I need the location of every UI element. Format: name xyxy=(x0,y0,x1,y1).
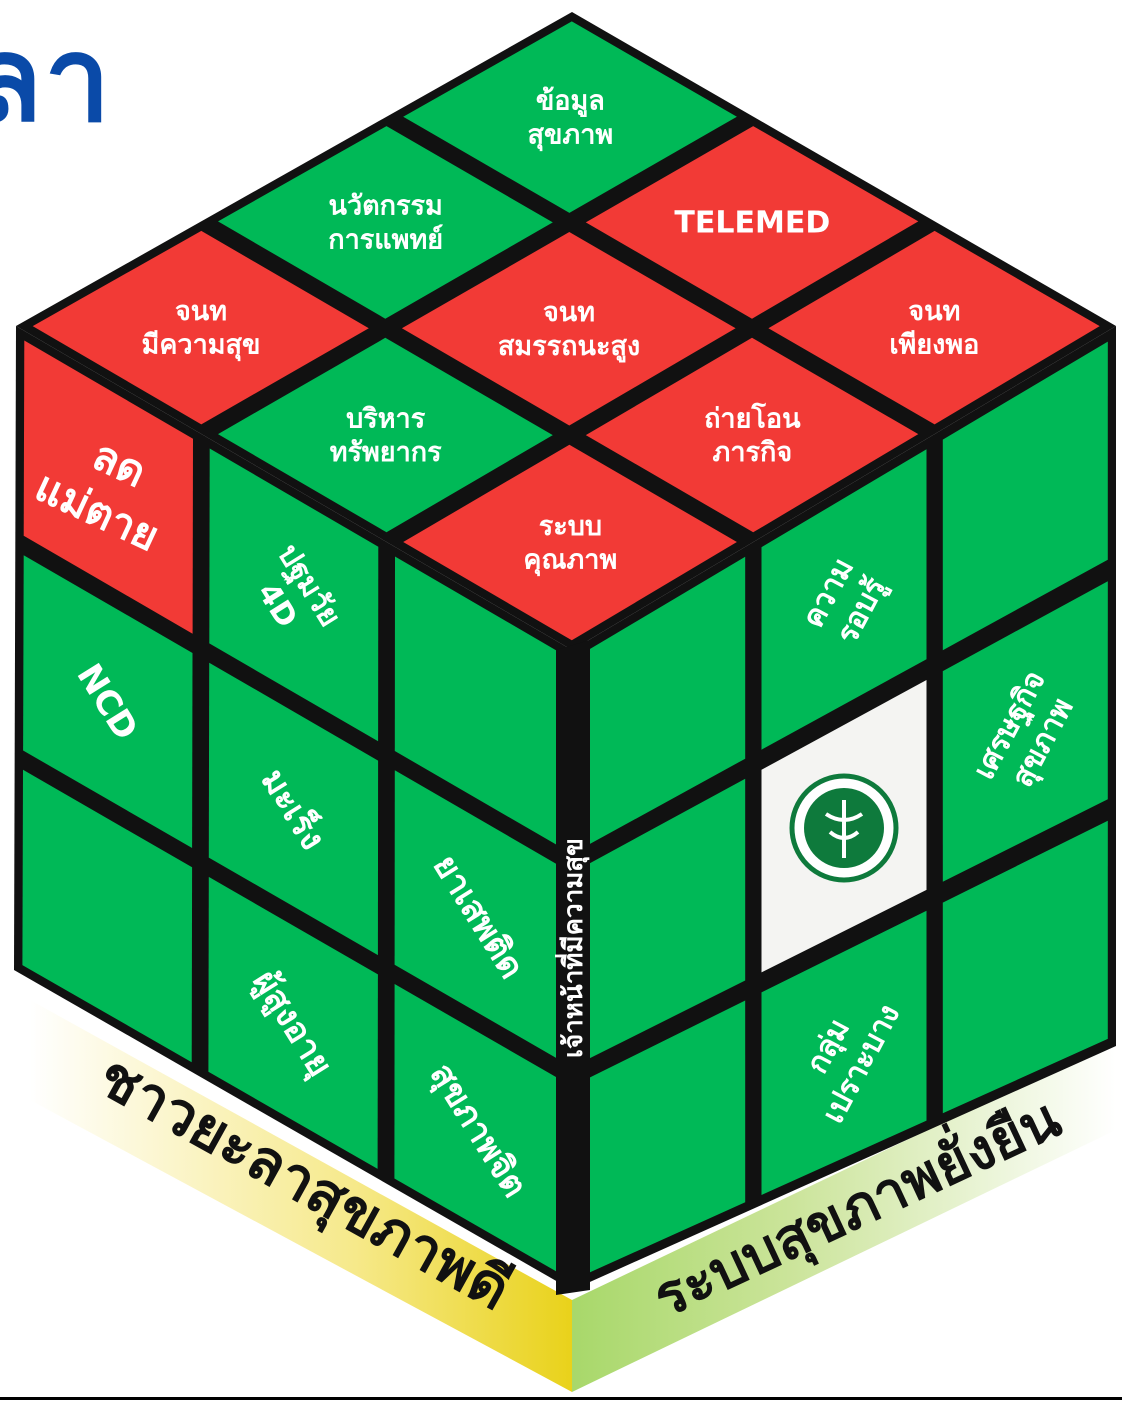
top-7-label-line: บริหาร xyxy=(346,403,426,434)
top-1-label: TELEMED xyxy=(674,206,830,241)
top-8-label-line: ระบบ xyxy=(539,511,602,542)
top-5-label-line: ภารกิจ xyxy=(713,437,793,468)
top-4-label-line: สมรรถนะสูง xyxy=(498,331,640,363)
top-0-label-line: สุขภาพ xyxy=(527,119,613,151)
top-2-label-line: เพียงพอ xyxy=(889,330,979,361)
front-edge-label: เจ้าหน้าที่มีความสุข xyxy=(554,838,590,1058)
top-1-label-line: TELEMED xyxy=(674,206,830,241)
top-0-label-line: ข้อมูล xyxy=(536,86,605,118)
top-6-label-line: มีความสุข xyxy=(142,330,261,362)
bottom-divider xyxy=(0,1397,1122,1400)
top-7-label-line: ทรัพยากร xyxy=(330,437,442,468)
top-5-label-line: ถ่ายโอน xyxy=(704,401,801,434)
top-3-label-line: การแพทย์ xyxy=(328,223,443,255)
top-3-label-line: นวัตกรรม xyxy=(329,191,443,222)
top-2-label-line: จนท xyxy=(908,296,960,327)
top-8-label-line: คุณภาพ xyxy=(523,545,617,577)
top-6-label-line: จนท xyxy=(175,296,227,327)
top-4-label-line: จนท xyxy=(543,297,595,328)
top-0-label: ข้อมูลสุขภาพ xyxy=(527,86,613,152)
